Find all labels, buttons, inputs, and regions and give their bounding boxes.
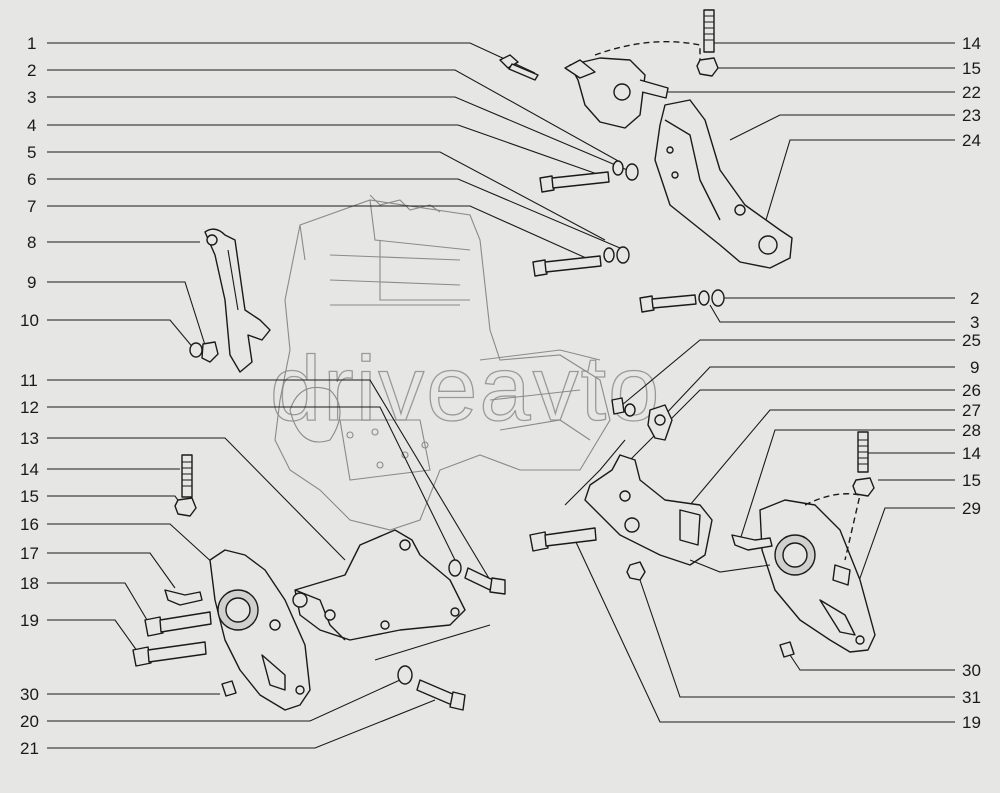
leader-lines-right xyxy=(574,42,955,723)
washers-2-3-top xyxy=(612,160,639,181)
nut-9-washer-10 xyxy=(189,341,219,363)
label-right-2: 2 xyxy=(970,289,979,308)
bracket-26 xyxy=(647,404,673,441)
label-right-31: 31 xyxy=(962,688,981,707)
label-left-14: 14 xyxy=(20,460,39,479)
label-right-15b: 15 xyxy=(962,471,981,490)
bolt-7 xyxy=(532,255,602,277)
bolt-11-washer-12 xyxy=(448,559,506,595)
leader-lines-left xyxy=(47,42,633,749)
bracket-28 xyxy=(731,534,773,551)
label-right-23: 23 xyxy=(962,106,981,125)
nut-15-top xyxy=(696,57,719,77)
bolt-25 xyxy=(611,397,636,417)
stud-14-top xyxy=(703,9,715,53)
label-left-1: 1 xyxy=(27,34,36,53)
bracket-23 xyxy=(654,99,793,269)
bracket-17 xyxy=(164,589,203,606)
label-right-29: 29 xyxy=(962,499,981,518)
label-right-14: 14 xyxy=(962,34,981,53)
label-right-22: 22 xyxy=(962,83,981,102)
label-right-19: 19 xyxy=(962,713,981,732)
label-left-11: 11 xyxy=(20,371,38,390)
right-labels: 14 15 22 23 24 2 3 25 9 26 27 28 14 15 2… xyxy=(962,34,981,732)
label-right-9: 9 xyxy=(970,358,979,377)
label-right-30: 30 xyxy=(962,661,981,680)
label-right-15: 15 xyxy=(962,59,981,78)
label-right-27: 27 xyxy=(962,401,981,420)
label-left-13: 13 xyxy=(20,429,39,448)
label-left-16: 16 xyxy=(20,515,39,534)
washer-20-bolt-21 xyxy=(397,665,466,711)
label-left-30: 30 xyxy=(20,685,39,704)
label-left-4: 4 xyxy=(27,116,36,135)
bolt-30-left xyxy=(221,680,237,697)
nut-15-right xyxy=(852,477,875,497)
mount-29 xyxy=(759,499,876,653)
label-left-5: 5 xyxy=(27,143,36,162)
watermark: driveavto xyxy=(270,338,661,440)
label-left-12: 12 xyxy=(20,398,39,417)
label-left-3: 3 xyxy=(27,88,36,107)
label-left-15: 15 xyxy=(20,487,39,506)
label-left-19: 19 xyxy=(20,611,39,630)
stud-14-left xyxy=(181,454,193,498)
bolt-1 xyxy=(499,54,539,81)
label-left-2: 2 xyxy=(27,61,36,80)
label-left-17: 17 xyxy=(20,544,39,563)
label-left-10: 10 xyxy=(20,311,39,330)
bracket-8 xyxy=(204,228,271,373)
label-left-7: 7 xyxy=(27,197,36,216)
label-left-9: 9 xyxy=(27,273,36,292)
bolt-4 xyxy=(539,171,610,193)
label-right-26: 26 xyxy=(962,381,981,400)
engine-outline xyxy=(274,194,611,531)
label-right-3: 3 xyxy=(970,313,979,332)
bracket-13 xyxy=(292,529,466,641)
label-left-6: 6 xyxy=(27,170,36,189)
mount-16 xyxy=(209,549,311,711)
label-right-25: 25 xyxy=(962,331,981,350)
label-left-18: 18 xyxy=(20,574,39,593)
label-right-14b: 14 xyxy=(962,444,981,463)
label-left-20: 20 xyxy=(20,712,39,731)
bolt-right-2-3 xyxy=(639,289,725,313)
upper-mount-22 xyxy=(564,57,669,129)
label-right-28: 28 xyxy=(962,421,981,440)
bolt-18 xyxy=(144,611,212,637)
left-labels: 1 2 3 4 5 6 7 8 9 10 11 12 13 14 15 16 1… xyxy=(20,34,39,758)
stud-14-right xyxy=(857,431,869,473)
label-right-24: 24 xyxy=(962,131,981,150)
bolt-30-right xyxy=(779,641,795,658)
bracket-27 xyxy=(584,454,713,566)
bolt-19-mid xyxy=(529,527,597,552)
bolt-19-left xyxy=(132,641,207,667)
nut-31 xyxy=(626,561,646,581)
label-left-21: 21 xyxy=(20,739,39,758)
nut-15-left xyxy=(174,497,197,517)
label-left-8: 8 xyxy=(27,233,36,252)
washers-5-6 xyxy=(603,246,630,264)
